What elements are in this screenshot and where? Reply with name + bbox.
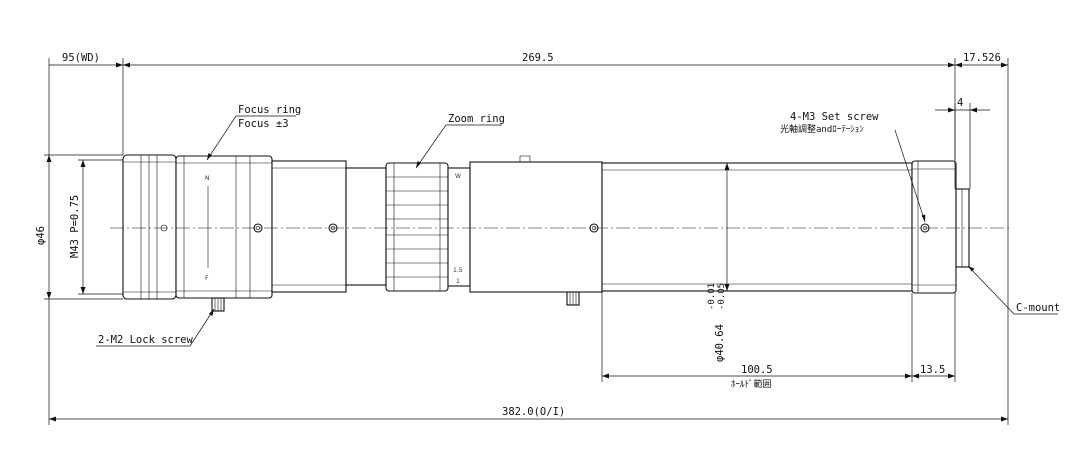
dim-rear-flange: 4 — [957, 97, 963, 109]
rear-adapter — [911, 160, 957, 294]
c-mount-callout: C-mount — [1016, 302, 1060, 314]
dim-lens-length: 269.5 — [522, 52, 554, 64]
dimension-lines — [44, 58, 1009, 425]
dim-holder-range: 100.5 — [741, 364, 773, 376]
zoom-1-mark: 1 — [456, 278, 460, 285]
zoom-1-5-mark: 1.5 — [453, 267, 463, 274]
neck — [345, 167, 387, 286]
lock-screw-callout: 2-M2 Lock screw — [98, 334, 194, 346]
lens-body: N F W 1.5 1 — [122, 154, 970, 312]
dim-front-diameter: φ46 — [35, 226, 47, 245]
callout-leaders — [96, 115, 1058, 347]
set-screw-callout: 4-M3 Set screw — [790, 111, 879, 123]
dim-wd: 95(WD) — [62, 52, 100, 64]
dim-filter-thread: M43 P=0.75 — [69, 195, 81, 258]
dim-total-length: 382.0(O/I) — [502, 406, 565, 418]
focus-near-mark: N — [205, 175, 210, 182]
focus-ring-callout: Focus ring — [238, 104, 301, 116]
dim-body-tol-lower: -0.05 — [717, 283, 727, 310]
zoom-ring[interactable] — [385, 162, 449, 292]
dim-body-diameter: φ40.64 — [714, 324, 726, 362]
dim-body-tol-upper: -0.01 — [707, 283, 717, 310]
dim-rear-length: 17.526 — [963, 52, 1001, 64]
lock-screw — [211, 291, 580, 312]
focus-far-mark: F — [205, 275, 209, 282]
front-cap — [122, 154, 177, 300]
focus-range-callout: Focus ±3 — [238, 118, 289, 130]
dim-holder-range-label: ﾎｰﾙﾄﾞ範囲 — [731, 378, 772, 390]
main-body-tube — [601, 162, 913, 292]
zoom-wide-mark: W — [455, 173, 461, 180]
set-screw-note: 光軸調整andﾛｰﾃｰｼｮﾝ — [780, 123, 864, 135]
zoom-ring-callout: Zoom ring — [448, 113, 505, 125]
dim-rear-offset: 13.5 — [920, 364, 945, 376]
cam-section — [469, 161, 603, 293]
